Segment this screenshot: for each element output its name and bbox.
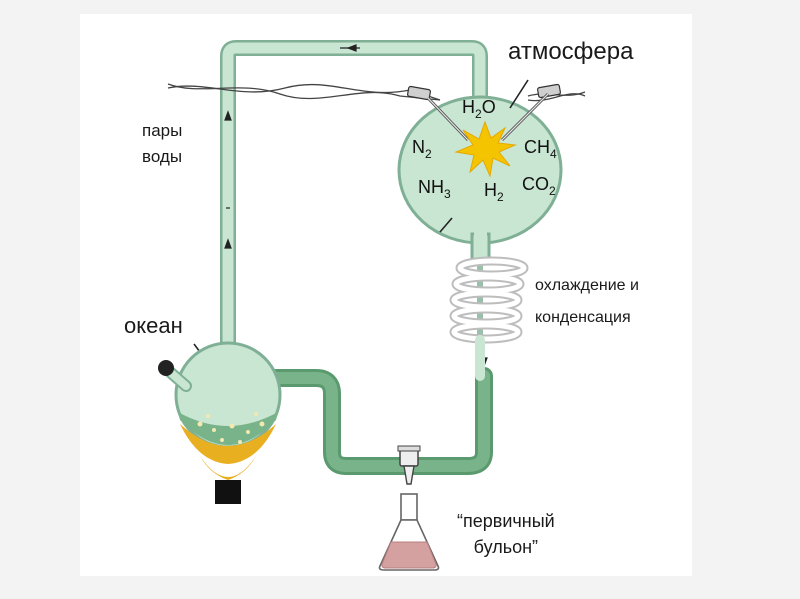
liquid-tubing (253, 335, 493, 475)
broth-line1: “первичный (457, 511, 555, 531)
cooling-label: охлаждение и конденсация (535, 270, 639, 334)
electrodes-glass (427, 93, 549, 141)
electrode-clips (407, 83, 561, 101)
gas-co2: CO2 (522, 174, 556, 198)
heater-base (215, 480, 241, 504)
flask-leader (439, 217, 453, 233)
stopper-icon (158, 360, 174, 376)
gas-formulas: H2O N2 CH4 NH3 H2 CO2 (412, 97, 557, 204)
reaction-flask (397, 95, 563, 266)
cooling-line1: охлаждение и (535, 277, 639, 294)
cooling-line2: конденсация (535, 309, 631, 326)
primordial-broth-label: “первичный бульон” (457, 508, 555, 560)
water-vapor-label: пары воды (142, 118, 182, 170)
spark-icon (454, 120, 517, 178)
water-vapor-line1: пары (142, 121, 183, 140)
ocean-flask (174, 341, 282, 464)
gas-nh3: NH3 (418, 177, 451, 201)
gas-n2: N2 (412, 137, 432, 161)
ocean-label: океан (124, 313, 183, 338)
atmosphere-leader (509, 79, 529, 109)
gas-ch4: CH4 (524, 137, 557, 161)
water-vapor-line2: воды (142, 147, 183, 166)
gas-h2: H2 (484, 180, 504, 204)
heater (200, 456, 256, 504)
atmosphere-label: атмосфера (508, 38, 634, 65)
arrow-up-2 (224, 238, 232, 249)
arrow-up-1 (224, 110, 232, 121)
collection-flask (378, 493, 440, 571)
stopcock (397, 445, 421, 485)
broth-line2: бульон” (473, 537, 539, 557)
condenser-coil (449, 256, 529, 376)
diagram-panel (80, 14, 692, 576)
side-neck (158, 360, 192, 392)
gas-h2o: H2O (462, 97, 496, 121)
